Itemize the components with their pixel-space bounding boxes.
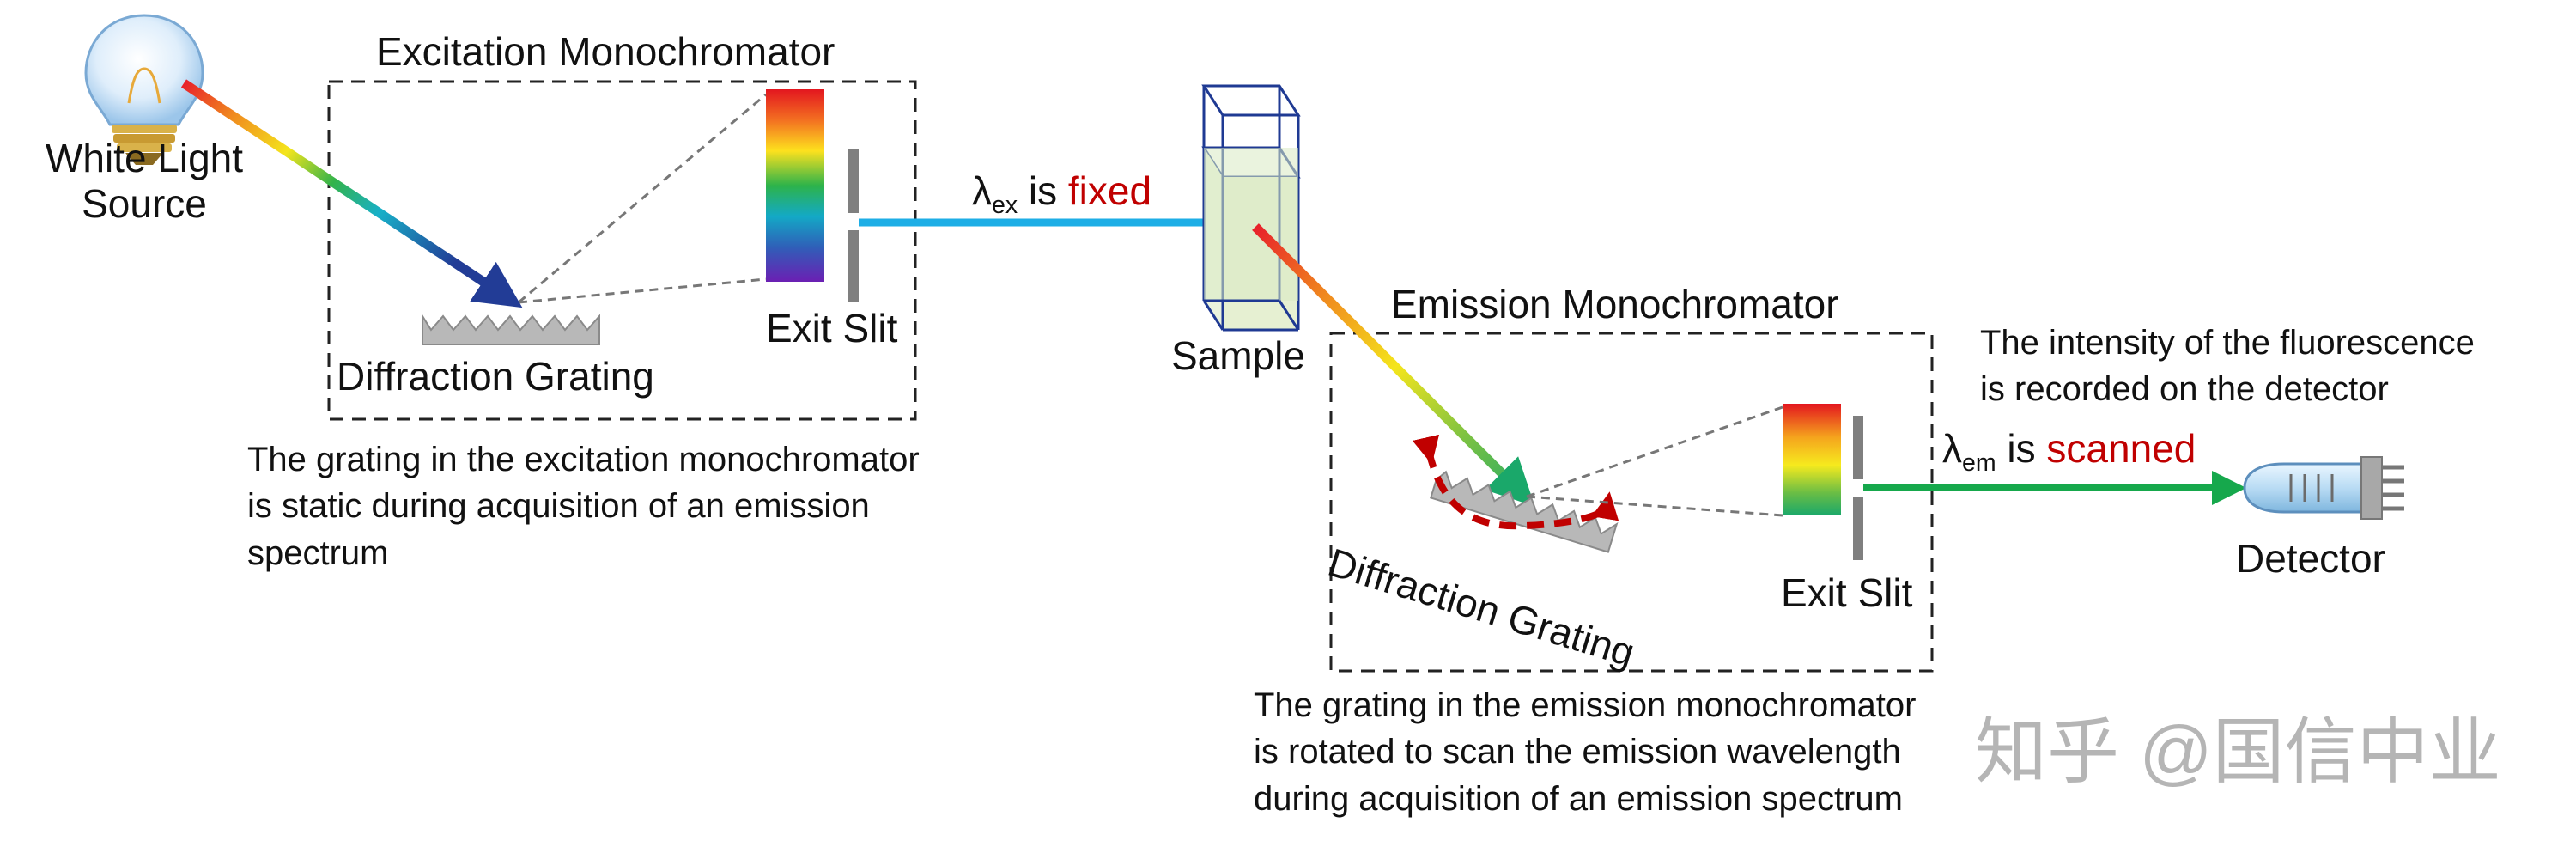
lambda-ex-mid: is [1018,168,1068,213]
light-source-label: White Light Source [15,136,273,227]
emission-exit-slit-bottom [1853,497,1863,560]
excitation-exit-slit-top [848,149,859,213]
excitation-note: The grating in the excitation monochroma… [247,436,1008,576]
lambda-ex-emph: fixed [1067,168,1152,213]
sample-cuvette [1201,84,1301,332]
emission-exit-slit-top [1853,416,1863,479]
rotation-arc [1412,434,1619,530]
excitation-exit-slit-bottom [848,230,859,302]
emission-monochromator-box [1329,332,1934,673]
excitation-note-line-2: is static during acquisition of an emiss… [247,487,870,526]
excitation-note-line-1: The grating in the excitation monochroma… [247,441,920,478]
excitation-slit-label: Exit Slit [766,306,898,350]
lambda-em-symbol: λ [1942,426,1962,471]
emission-title: Emission Monochromator [1391,282,1839,326]
detector-note-line-2: is recorded on the detector [1980,370,2389,409]
emission-note-line-3: during acquisition of an emission spectr… [1254,779,1903,818]
emission-dispersion-line-bottom [1526,495,1783,517]
emission-dispersion-line-top [1526,405,1783,498]
light-bulb-icon [84,14,204,165]
white-light-beam [180,79,523,308]
watermark: 知乎 @国信中业 [1975,711,2501,792]
excitation-dispersion-line-top [518,93,767,304]
light-source-line1: White Light [45,136,244,180]
excitation-note-line-3: spectrum [247,533,389,572]
detector-label: Detector [2236,536,2385,581]
lambda-ex-label: λex is fixed [972,168,1151,220]
lambda-em-sub: em [1962,448,1996,477]
light-source-line2: Source [82,180,207,226]
detector-note: The intensity of the fluorescence is rec… [1980,320,2557,413]
detector-note-line-1: The intensity of the fluorescence [1980,324,2475,362]
excitation-title: Excitation Monochromator [376,29,835,74]
lambda-em-emph: scanned [2046,426,2196,471]
detector-icon [2243,456,2404,520]
emission-spectrum [1783,404,1841,515]
excitation-grating-label: Diffraction Grating [337,354,654,399]
lambda-em-label: λem is scanned [1942,426,2196,478]
lambda-ex-symbol: λ [972,168,992,213]
emission-slit-label: Exit Slit [1781,570,1913,615]
sample-label: Sample [1171,333,1305,378]
excitation-monochromator-box [327,80,917,421]
emission-note-line-2: is rotated to scan the emission waveleng… [1254,733,1901,771]
emission-note: The grating in the emission monochromato… [1254,682,2009,822]
lambda-em-mid: is [1996,426,2047,471]
excitation-grating [422,313,600,345]
emission-note-line-1: The grating in the emission monochromato… [1254,686,1917,724]
excitation-dispersion-line-bottom [518,277,767,304]
lambda-ex-sub: ex [992,191,1018,219]
excitation-spectrum [766,89,824,282]
